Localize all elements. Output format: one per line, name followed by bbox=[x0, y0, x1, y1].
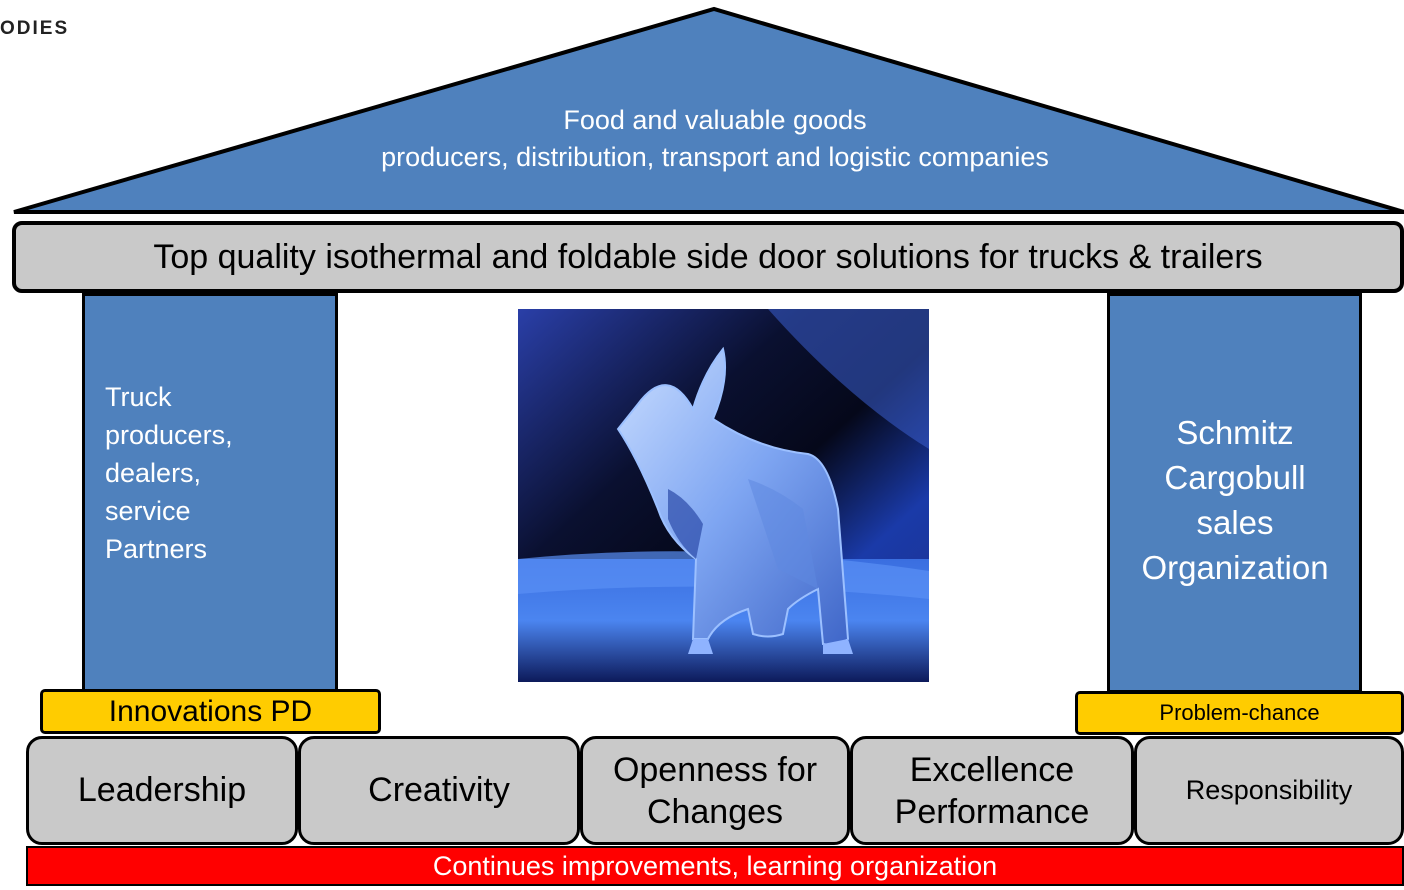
pillar-left-line: Truck bbox=[105, 382, 172, 412]
pillar-right-label: Schmitz Cargobull sales Organization bbox=[1110, 410, 1360, 590]
value-excellence: Excellence Performance bbox=[850, 736, 1134, 845]
roof-line-1: Food and valuable goods bbox=[563, 105, 867, 135]
value-openness: Openness for Changes bbox=[580, 736, 850, 845]
value-label: Creativity bbox=[368, 771, 510, 809]
company-logo-text: ODIES bbox=[0, 18, 70, 39]
pillar-left-line: service bbox=[105, 496, 191, 526]
problem-chance-badge: Problem-chance bbox=[1075, 691, 1404, 735]
value-responsibility: Responsibility bbox=[1134, 736, 1404, 845]
pillar-left-line: Partners bbox=[105, 534, 208, 564]
innovations-badge: Innovations PD bbox=[40, 689, 381, 734]
roof-line-2: producers, distribution, transport and l… bbox=[381, 142, 1049, 172]
foundation-footer: Continues improvements, learning organiz… bbox=[26, 846, 1404, 886]
value-label-line-2: Changes bbox=[646, 792, 784, 831]
roof-label: Food and valuable goods producers, distr… bbox=[200, 102, 1230, 176]
beam-quality-statement: Top quality isothermal and foldable side… bbox=[12, 221, 1404, 293]
value-label-line-1: Openness for bbox=[612, 750, 818, 789]
pillar-left-label: Truck producers, dealers, service Partne… bbox=[105, 378, 325, 568]
elephant-sculpture-image bbox=[518, 309, 929, 682]
value-label: Responsibility bbox=[1185, 775, 1353, 805]
value-creativity: Creativity bbox=[298, 736, 580, 845]
pillar-left-line: dealers, bbox=[105, 458, 202, 488]
value-label-line-2: Performance bbox=[894, 792, 1090, 831]
pillar-left-line: producers, bbox=[105, 420, 233, 450]
roof-shape bbox=[13, 6, 1404, 214]
pillar-left bbox=[82, 293, 338, 693]
pillar-right bbox=[1107, 293, 1362, 693]
pillar-right-line: Organization bbox=[1141, 549, 1329, 586]
value-label: Leadership bbox=[77, 771, 247, 809]
value-leadership: Leadership bbox=[26, 736, 298, 845]
pillar-right-line: Cargobull bbox=[1164, 459, 1306, 496]
pillar-right-line: sales bbox=[1196, 504, 1274, 541]
pillar-right-line: Schmitz bbox=[1176, 414, 1294, 451]
value-label-line-1: Excellence bbox=[909, 750, 1075, 789]
